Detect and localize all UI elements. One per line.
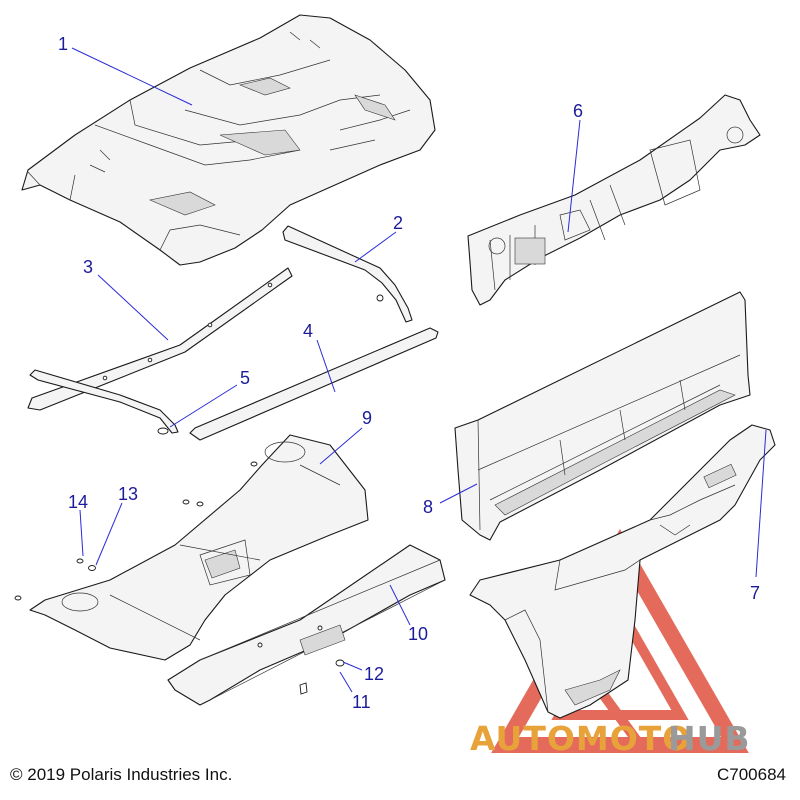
callout-10: 10 — [408, 624, 428, 644]
part-12-nut — [335, 659, 345, 667]
callout-7: 7 — [750, 583, 760, 603]
part-3-side-rail — [27, 267, 293, 434]
callout-9: 9 — [362, 408, 372, 428]
loose-fasteners — [14, 461, 258, 601]
part-11-screw — [299, 682, 308, 695]
callout-labels: 1 2 3 4 5 6 7 8 9 10 11 12 13 14 — [58, 34, 760, 712]
callout-4: 4 — [303, 321, 313, 341]
callout-3: 3 — [83, 257, 93, 277]
callout-5: 5 — [240, 368, 250, 388]
watermark-word-secondary: HUB — [668, 719, 751, 758]
watermark-word-primary: AUTOMOTO — [470, 719, 691, 758]
watermark-text: AUTOMOTO HUB — [470, 719, 751, 758]
part-4-long-rail — [189, 327, 439, 441]
copyright-notice: © 2019 Polaris Industries Inc. — [10, 765, 233, 784]
part-14-fastener — [76, 558, 84, 564]
part-10-lower-panel — [167, 544, 446, 706]
callout-14: 14 — [68, 492, 88, 512]
leader-lines — [71, 47, 767, 693]
part-8-rear-panel — [454, 291, 751, 541]
callout-6: 6 — [573, 101, 583, 121]
callout-2: 2 — [393, 213, 403, 233]
part-2-side-rail — [282, 225, 413, 323]
part-9-headliner — [29, 434, 369, 661]
part-13-fastener — [88, 565, 96, 571]
callout-1: 1 — [58, 34, 68, 54]
callout-11: 11 — [352, 692, 371, 712]
part-1-roof — [21, 14, 436, 266]
part-7-floor-pan — [469, 424, 776, 719]
callout-12: 12 — [364, 664, 384, 684]
callout-8: 8 — [423, 497, 433, 517]
part-5-clip — [157, 427, 169, 435]
callout-13: 13 — [118, 484, 138, 504]
part-6-dash-frame — [467, 94, 761, 306]
figure-code: C700684 — [716, 765, 786, 784]
